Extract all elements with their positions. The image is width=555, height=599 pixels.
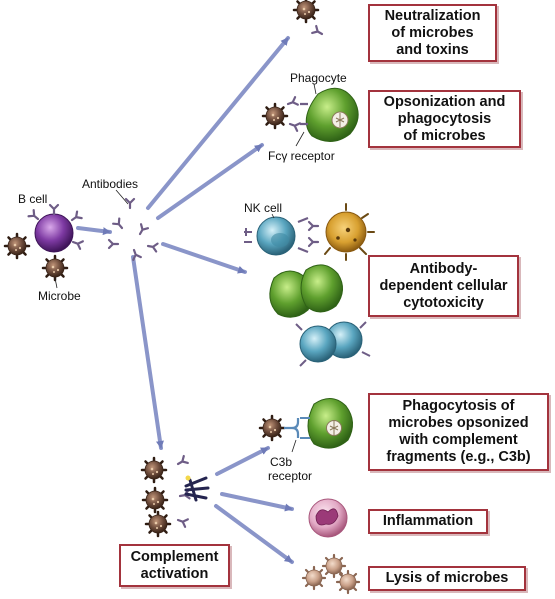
antibodies-label: Antibodies bbox=[82, 177, 138, 191]
outcome-text: activation bbox=[140, 565, 209, 582]
outcome-text: dependent cellular bbox=[379, 277, 508, 294]
outcome-text: cytotoxicity bbox=[403, 294, 484, 311]
outcome-text: and toxins bbox=[396, 41, 469, 58]
outcome-text: Complement bbox=[130, 548, 219, 565]
outcome-adcc: Antibody- dependent cellular cytotoxicit… bbox=[368, 255, 519, 317]
c3b-receptor-pointer bbox=[291, 439, 297, 453]
receptor-label: receptor bbox=[268, 469, 312, 483]
arrow-to-lysis bbox=[214, 504, 294, 564]
phagocyte-pointer bbox=[313, 83, 317, 95]
outcome-complement-phagocytosis: Phagocytosis of microbes opsonized with … bbox=[368, 393, 549, 471]
fc-receptor-label: Fcγ receptor bbox=[268, 149, 335, 163]
outcome-text: with complement bbox=[399, 432, 518, 448]
outcome-inflammation: Inflammation bbox=[368, 509, 488, 534]
neutrophil-icon bbox=[308, 498, 348, 538]
outcome-text: of microbes bbox=[391, 24, 474, 41]
arrow-to-complement bbox=[131, 255, 164, 450]
neutralized-microbe-icon bbox=[292, 0, 326, 39]
b-cell-icon bbox=[27, 203, 84, 253]
outcome-text: Lysis of microbes bbox=[385, 570, 509, 586]
outcome-text: microbes opsonized bbox=[388, 415, 529, 431]
complement-activation-icon bbox=[140, 454, 210, 538]
arrow-to-inflammation bbox=[220, 492, 294, 512]
lysed-microbes-icon bbox=[301, 553, 361, 595]
target-cell-icon bbox=[307, 203, 375, 261]
opsonized-microbe-icon bbox=[261, 96, 308, 132]
arrow-to-opsonization bbox=[156, 143, 264, 220]
outcome-text: Phagocytosis of bbox=[402, 398, 515, 414]
arrow-bcell-to-antibodies bbox=[76, 226, 112, 236]
outcome-text: Inflammation bbox=[382, 513, 474, 529]
c3b-opsonized-microbe-icon bbox=[258, 414, 310, 442]
adcc-phagocytes-icon bbox=[269, 264, 343, 318]
fc-receptor-pointer bbox=[295, 131, 305, 147]
outcome-text: of microbes bbox=[403, 127, 486, 144]
outcome-text: Opsonization and bbox=[383, 93, 506, 110]
arrow-to-complement-phagocytosis bbox=[215, 446, 270, 476]
nk-cell-pointer bbox=[271, 213, 275, 219]
nk-cell-label: NK cell bbox=[244, 201, 282, 215]
adcc-nk-cells-icon bbox=[295, 321, 371, 367]
outcome-text: Neutralization bbox=[384, 7, 481, 24]
outcome-opsonization: Opsonization and phagocytosis of microbe… bbox=[368, 90, 521, 148]
outcome-text: Antibody- bbox=[409, 260, 478, 277]
outcome-complement-activation: Complement activation bbox=[119, 544, 230, 587]
phagocyte-icon bbox=[305, 87, 359, 142]
microbe-pointer bbox=[54, 277, 58, 289]
b-cell-label: B cell bbox=[18, 192, 47, 206]
c3b-label: C3b bbox=[270, 455, 292, 469]
arrow-to-neutralization bbox=[146, 36, 290, 210]
microbe-label: Microbe bbox=[38, 289, 81, 303]
arrow-to-adcc bbox=[161, 242, 247, 274]
outcome-text: fragments (e.g., C3b) bbox=[386, 449, 531, 465]
nk-cell-icon bbox=[244, 216, 309, 256]
outcome-lysis: Lysis of microbes bbox=[368, 566, 526, 591]
phagocyte-label: Phagocyte bbox=[290, 71, 347, 85]
outcome-neutralization: Neutralization of microbes and toxins bbox=[368, 4, 497, 62]
complement-phagocyte-icon bbox=[307, 398, 353, 449]
outcome-text: phagocytosis bbox=[397, 110, 492, 127]
antibodies-pointer bbox=[115, 189, 129, 205]
arrows bbox=[76, 36, 294, 564]
